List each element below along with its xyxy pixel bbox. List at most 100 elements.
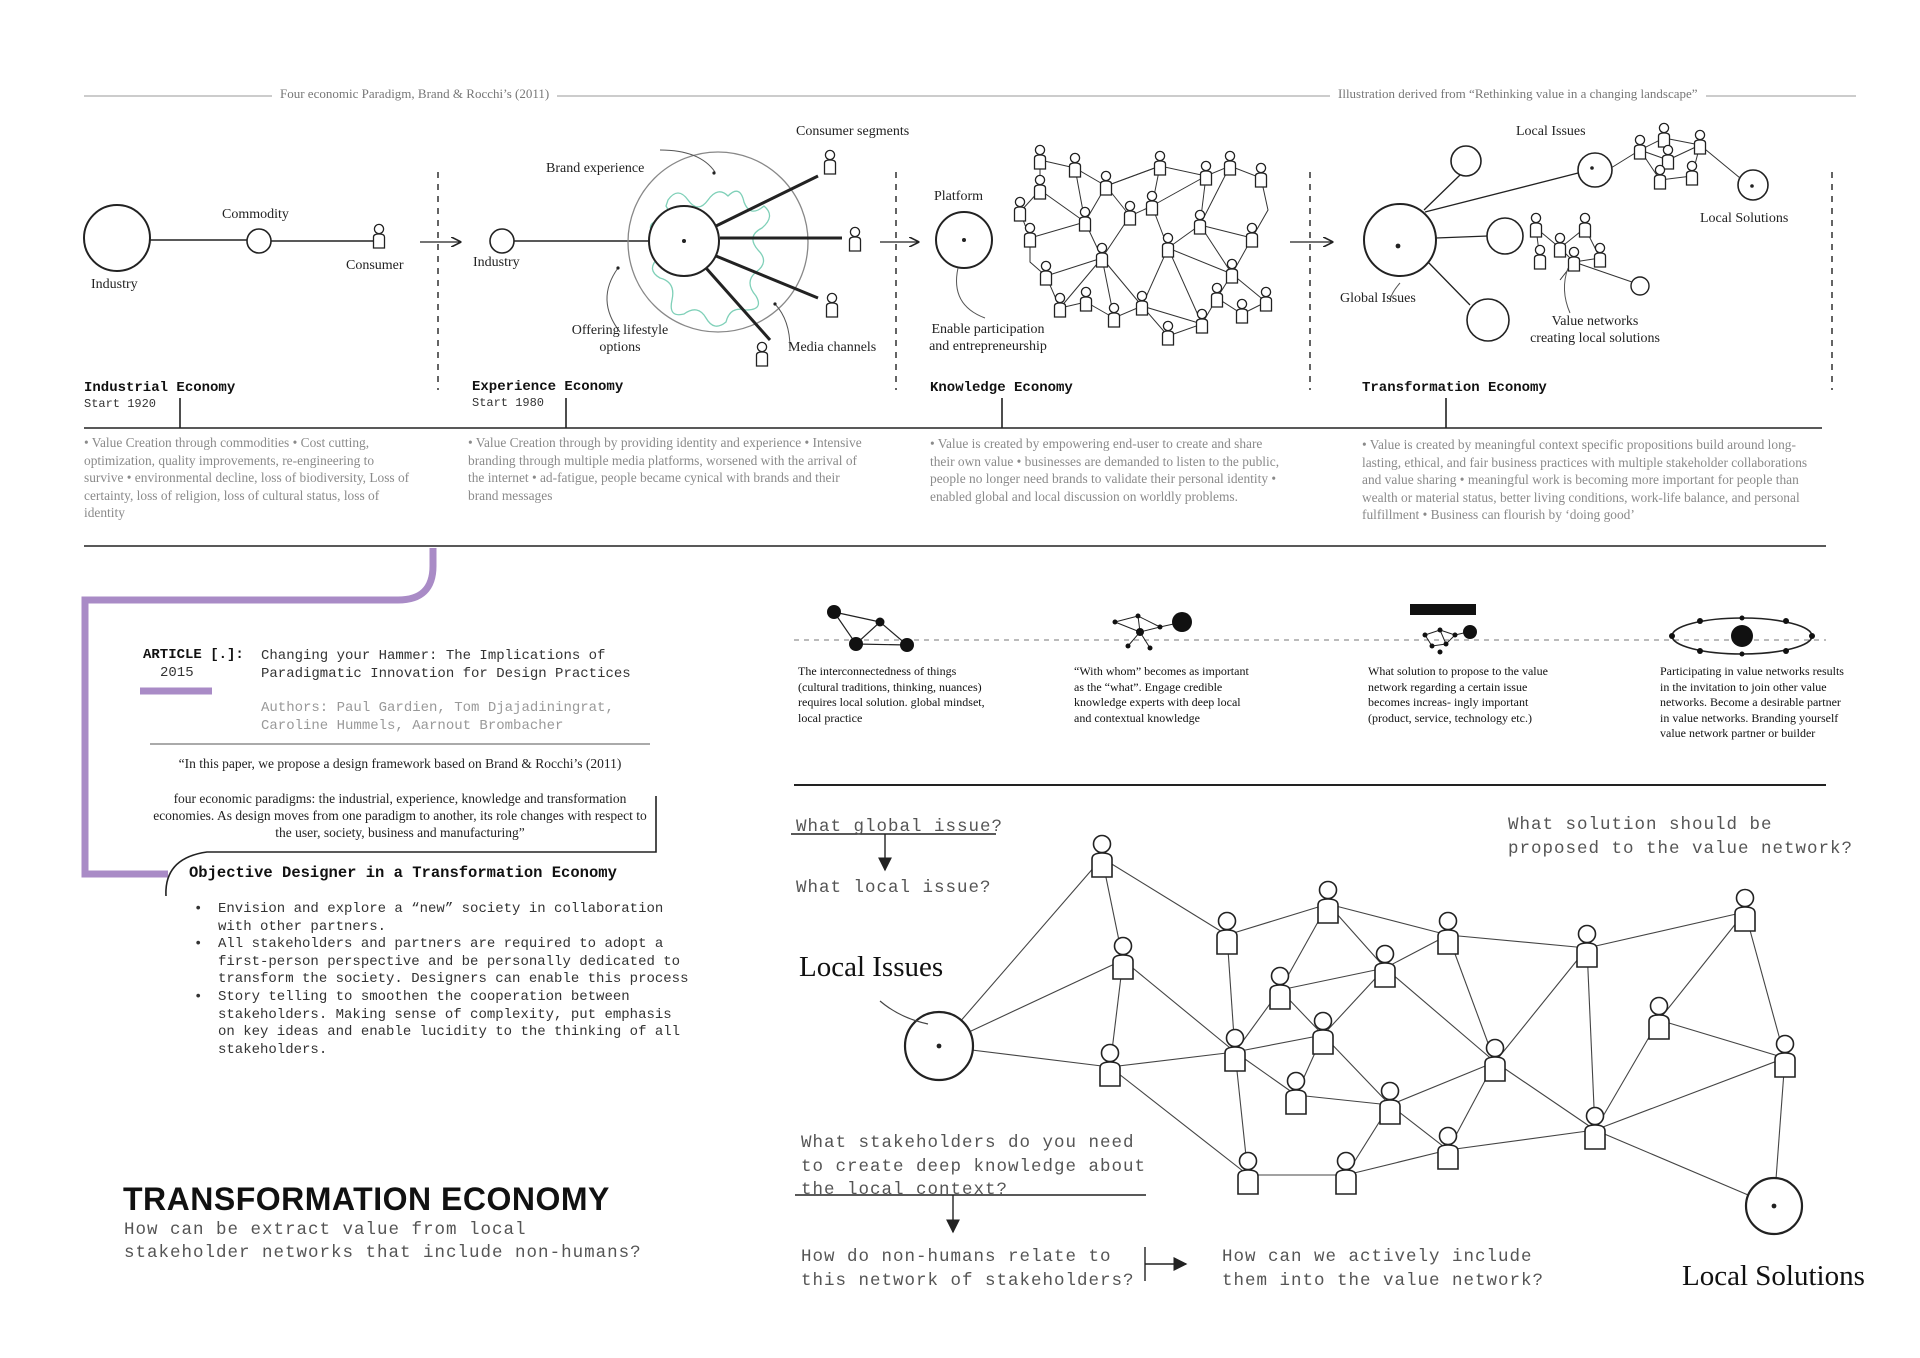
stakeholder-node: [1216, 911, 1238, 955]
stakeholder-node: [1437, 1126, 1459, 1170]
objective-item: Story telling to smoothen the cooperatio…: [190, 989, 690, 1059]
label-commodity: Commodity: [222, 207, 289, 222]
article-year: 2015: [160, 665, 194, 681]
network-link: [1447, 934, 1496, 1063]
objective-title: Objective Designer in a Transformation E…: [189, 864, 617, 882]
question-local-issue: What local issue?: [796, 878, 992, 898]
network-link: [1744, 911, 1786, 1059]
local-issues-hub-dot: [936, 1043, 942, 1049]
objective-item: All stakeholders and partners are requir…: [190, 936, 690, 989]
network-link: [1658, 911, 1746, 1021]
label-brand-experience: Brand experience: [546, 161, 645, 176]
stakeholder-node: [1237, 1151, 1259, 1195]
network-link: [1109, 1066, 1249, 1176]
experience-diagram: [489, 149, 862, 367]
network-link: [1327, 903, 1449, 936]
network-link: [1234, 1034, 1324, 1053]
stakeholder-node: [1312, 1011, 1334, 1055]
principle-icons: [827, 604, 1815, 657]
stakeholder-node: [1576, 924, 1598, 968]
local-issues-callout: [879, 1000, 929, 1025]
label-consumer-segments: Consumer segments: [796, 124, 910, 139]
network-link: [1494, 947, 1588, 1063]
header-left-caption: Four economic Paradigm, Brand & Rocchi’s…: [272, 86, 558, 102]
network-link: [1279, 967, 1386, 991]
network-link: [1658, 1019, 1786, 1059]
objective-list: Envision and explore a “new” society in …: [190, 901, 690, 1059]
network-link: [1101, 857, 1228, 936]
network-link: [1109, 1051, 1236, 1068]
economy-desc-knowledge: • Value is created by empowering end-use…: [930, 436, 1280, 504]
article-quote-body: four economic paradigms: the industrial,…: [153, 791, 647, 840]
network-link: [1447, 1129, 1596, 1151]
objective-item: Envision and explore a “new” society in …: [190, 901, 690, 936]
principle-caption-4: Participating in value networks results …: [1660, 664, 1844, 740]
stakeholder-network: [879, 834, 1804, 1236]
network-link: [1594, 1057, 1786, 1131]
network-link: [1447, 934, 1588, 949]
stakeholder-node: [1379, 1081, 1401, 1125]
economy-title-industrial: Industrial Economy: [84, 380, 236, 396]
stakeholder-node: [1285, 1071, 1307, 1115]
label-enable-participation: Enable participation and entrepreneurshi…: [929, 322, 1047, 354]
transformation-diagram: [1363, 122, 1769, 342]
network-link: [1494, 1061, 1596, 1131]
label-media-channels: Media channels: [788, 340, 877, 355]
economy-desc-transformation: • Value is created by meaningful context…: [1362, 437, 1808, 522]
question-include: How can we actively include them into th…: [1222, 1247, 1545, 1291]
principle-caption-3: What solution to propose to the value ne…: [1368, 664, 1548, 725]
network-link: [1594, 1129, 1775, 1207]
network-link: [1322, 1034, 1391, 1106]
stakeholder-node: [1374, 944, 1396, 988]
stakeholder-node: [1774, 1034, 1796, 1078]
economy-desc-industrial: • Value Creation through commodities • C…: [84, 435, 410, 520]
label-local-solutions-small: Local Solutions: [1700, 211, 1789, 226]
economy-title-transformation: Transformation Economy: [1362, 380, 1547, 396]
label-industry: Industry: [91, 277, 138, 292]
local-solutions-hub-dot: [1771, 1203, 1777, 1209]
article-authors: Authors: Paul Gardien, Tom Djajadiningra…: [261, 700, 614, 734]
network-link: [1384, 967, 1496, 1063]
industrial-diagram: [83, 204, 386, 272]
label-offering-lifestyle: Offering lifestyle options: [571, 323, 669, 355]
article-key: ARTICLE [.]:: [143, 647, 244, 663]
stakeholder-node: [1484, 1038, 1506, 1082]
label-local-issues: Local Issues: [799, 951, 944, 983]
purple-connector: [81, 548, 437, 878]
economy-start-experience: Start 1980: [472, 396, 545, 410]
network-link: [1345, 1149, 1449, 1176]
stakeholder-node: [1734, 888, 1756, 932]
principle-caption-1: The interconnectedness of things (cultur…: [798, 664, 985, 725]
article-title: Changing your Hammer: The Implications o…: [261, 648, 631, 682]
network-link: [1586, 947, 1596, 1131]
economy-start-industrial: Start 1920: [84, 397, 157, 411]
economy-title-experience: Experience Economy: [472, 379, 624, 395]
question-stakeholders: What stakeholders do you need to create …: [801, 1133, 1147, 1200]
label-consumer: Consumer: [346, 258, 404, 273]
footer-subtitle: How can be extract value from local stak…: [124, 1220, 642, 1263]
stakeholder-node: [1091, 834, 1113, 878]
stakeholder-node: [1112, 936, 1134, 980]
label-value-networks: Value networks creating local solutions: [1530, 314, 1660, 346]
label-experience-industry: Industry: [473, 255, 520, 270]
label-local-solutions: Local Solutions: [1682, 1260, 1865, 1292]
stakeholder-node: [1224, 1028, 1246, 1072]
stakeholder-node: [1099, 1043, 1121, 1087]
knowledge-diagram: [935, 144, 1273, 346]
economy-desc-experience: • Value Creation through by providing id…: [468, 435, 862, 503]
stakeholder-node: [1317, 880, 1339, 924]
principle-caption-2: “With whom” becomes as important as the …: [1074, 664, 1249, 725]
label-global-issues: Global Issues: [1340, 291, 1416, 306]
stakeholder-node: [1437, 911, 1459, 955]
network-link: [1226, 903, 1329, 936]
question-global-issue: What global issue?: [796, 817, 1004, 837]
header-right-caption: Illustration derived from “Rethinking va…: [1330, 86, 1706, 102]
stakeholder-node: [1584, 1106, 1606, 1150]
network-link: [1122, 959, 1236, 1053]
network-link: [1295, 1094, 1391, 1106]
footer-title: TRANSFORMATION ECONOMY: [123, 1181, 610, 1217]
economy-title-knowledge: Knowledge Economy: [930, 380, 1073, 396]
article-quote-line1: “In this paper, we propose a design fram…: [178, 756, 622, 771]
question-nonhumans: How do non-humans relate to this network…: [801, 1247, 1135, 1291]
